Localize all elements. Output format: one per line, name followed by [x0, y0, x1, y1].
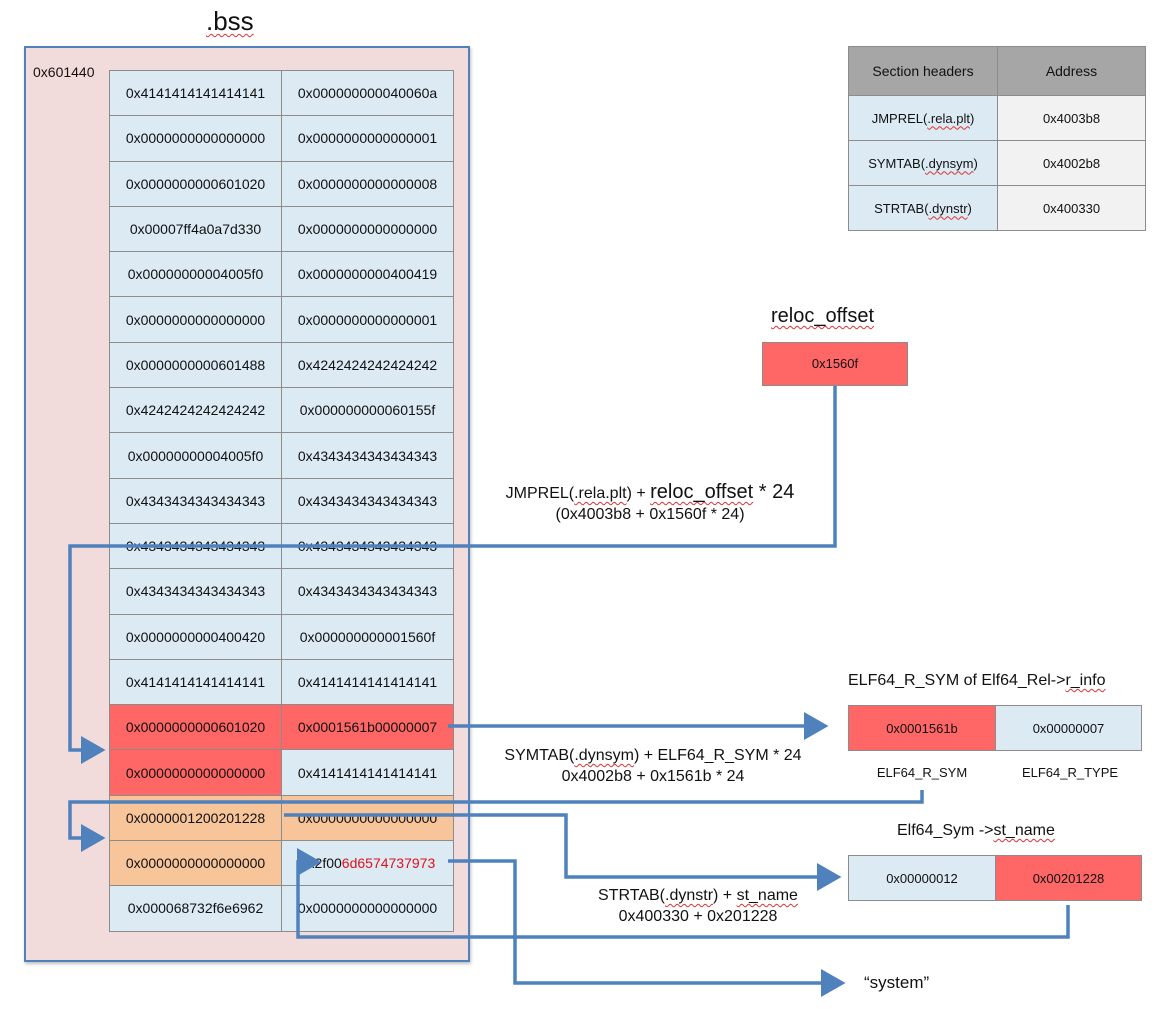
- reloc-offset-title: reloc_offset: [771, 305, 875, 327]
- st-name-value: 0x00201228: [995, 855, 1142, 901]
- r-type-value: 0x00000007: [995, 705, 1142, 751]
- memory-cell: 0x4242424242424242: [281, 341, 454, 389]
- reloc-offset-value: 0x1560f: [762, 342, 908, 386]
- memory-cell: 0x000000000001560f: [281, 613, 454, 660]
- table-row: JMPREL(.rela.plt) 0x4003b8: [848, 95, 1146, 141]
- memory-cell: 0x0000000000000000: [281, 205, 454, 253]
- memory-cell: 0x4343434343434343: [281, 477, 454, 524]
- memory-cell: 0x0000000000000008: [281, 160, 454, 207]
- memory-cell: 0x4343434343434343: [109, 477, 282, 524]
- reloc-offset-arrow: [68, 386, 837, 764]
- r-sym-label: ELF64_R_SYM: [876, 765, 968, 780]
- section-name: STRTAB(.dynstr): [848, 185, 998, 231]
- memory-cell: 0x0000000000400419: [281, 251, 454, 298]
- memory-cell: 0x4242424242424242: [109, 387, 282, 434]
- memory-cell: 0x0000000000000001: [281, 296, 454, 343]
- section-address: 0x4003b8: [997, 95, 1146, 141]
- section-name: JMPREL(.rela.plt): [848, 95, 998, 141]
- section-headers-header: Section headers: [848, 46, 998, 96]
- st-info-value: 0x00000012: [848, 855, 996, 901]
- memory-cell: 0x4141414141414141: [109, 658, 282, 706]
- memory-cell: 0x4343434343434343: [109, 568, 282, 615]
- r-type-label: ELF64_R_TYPE: [1021, 765, 1119, 780]
- r-sym-arrow: [68, 790, 924, 852]
- section-name: SYMTAB(.dynsym): [848, 140, 998, 186]
- st-name-arrow: [284, 813, 842, 891]
- bss-base-address: 0x601440: [33, 64, 95, 80]
- memory-cell: 0x0000000000601020: [109, 704, 282, 751]
- memory-cell: 0x4343434343434343: [281, 568, 454, 615]
- memory-cell: 0x0000000000000000: [109, 840, 282, 887]
- section-address: 0x4002b8: [997, 140, 1146, 186]
- memory-cell: 0x00000000004005f0: [109, 251, 282, 298]
- memory-cell: 0x0001561b00000007: [281, 704, 454, 751]
- memory-cell: 0x0000000000000000: [109, 296, 282, 343]
- system-string: “system”: [864, 973, 930, 992]
- table-row: STRTAB(.dynstr) 0x400330: [848, 185, 1146, 231]
- st-name-title: Elf64_Sym ->st_name: [897, 822, 1055, 839]
- memory-cell: 0x00007ff4a0a7d330: [109, 205, 282, 253]
- memory-cell: 0x2f006d6574737973: [281, 840, 454, 887]
- memory-cell: 0x0000000000601020: [109, 160, 282, 207]
- memory-cell: 0x0000000000000000: [109, 115, 282, 162]
- r-info-box: 0x0001561b 0x00000007: [848, 705, 1142, 751]
- system-bytes: 6d6574737973: [341, 855, 436, 872]
- bss-title: .bss: [206, 6, 254, 36]
- memory-cell: 0x0000000000601488: [109, 341, 282, 389]
- section-address: 0x400330: [997, 185, 1146, 231]
- strtab-formula: STRTAB(.dynstr) + st_name 0x400330 + 0x2…: [598, 887, 798, 925]
- memory-cell: 0x0000000000000000: [109, 749, 282, 796]
- memory-cell: 0x4141414141414141: [281, 749, 454, 796]
- r-sym-value: 0x0001561b: [848, 705, 996, 751]
- memory-cell: 0x000000000040060a: [281, 69, 454, 117]
- memory-cell: 0x4141414141414141: [281, 658, 454, 706]
- st-name-box: 0x00000012 0x00201228: [848, 855, 1142, 901]
- memory-cell: 0x00000000004005f0: [109, 432, 282, 479]
- strtab-arrow: [296, 848, 1070, 939]
- table-row: SYMTAB(.dynsym) 0x4002b8: [848, 140, 1146, 186]
- r-info-title: ELF64_R_SYM of Elf64_Rel->r_info: [848, 672, 1106, 689]
- memory-cell: 0x000068732f6e6962: [109, 885, 282, 932]
- memory-cell: 0x0000000000000000: [281, 885, 454, 932]
- section-headers-table: Section headers Address JMPREL(.rela.plt…: [848, 46, 1146, 231]
- symtab-formula: SYMTAB(.dynsym) + ELF64_R_SYM * 24 0x400…: [504, 747, 802, 785]
- jmprel-formula: JMPREL(.rela.plt) + reloc_offset * 24 (0…: [505, 481, 795, 524]
- system-arrow: [448, 859, 846, 997]
- memory-cell: 0x0000000000400420: [109, 613, 282, 660]
- memory-cell: 0x0000000000000001: [281, 115, 454, 162]
- memory-cell: 0x4343434343434343: [281, 432, 454, 479]
